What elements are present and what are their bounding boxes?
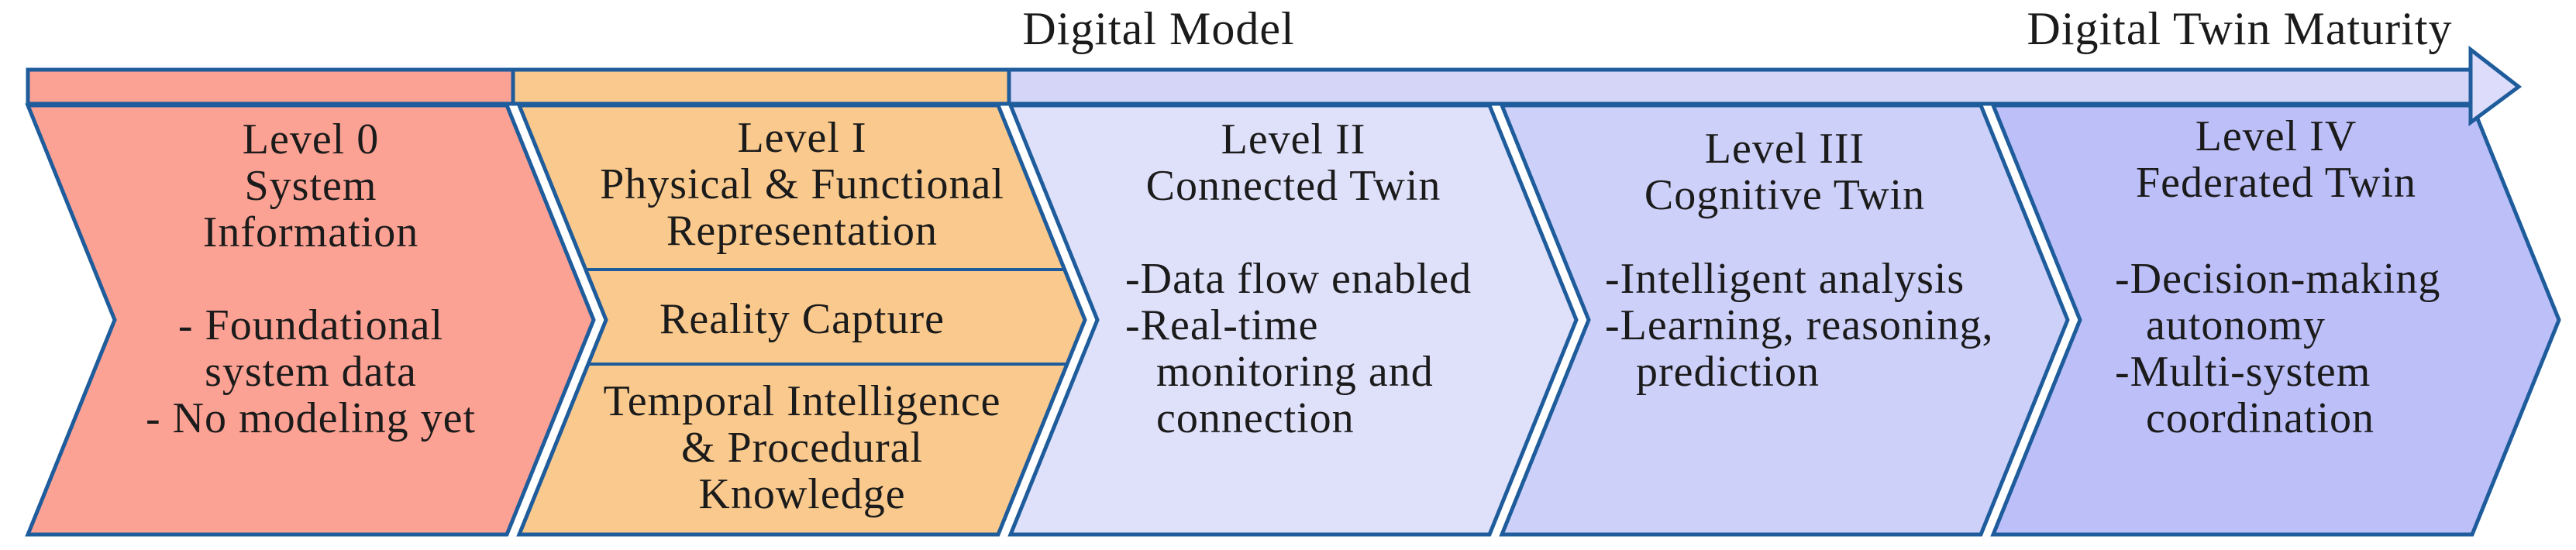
maturity-bar-arrowhead [2468,45,2523,126]
title-line: Representation [666,207,938,255]
level-1-bottom-band-text: Temporal Intelligence & Procedural Knowl… [570,378,1035,517]
level-4-bullets: -Decision-making autonomy -Multi-system … [2115,256,2549,442]
level-1-middle-band-text: Reality Capture [570,296,1035,342]
bullet-line: -Learning, reasoning, [1605,301,1994,349]
bullet-continuation-line: autonomy [2146,301,2326,349]
title-line: Information [202,208,419,256]
level-3-title: Level III Cognitive Twin [1552,125,2017,218]
level-2-bullets: -Data flow enabled -Real-time monitoring… [1125,256,1559,442]
bullet-line: -Data flow enabled [1125,255,1472,303]
band-line: Reality Capture [659,295,945,343]
maturity-bar-segment-level-1 [511,67,1011,106]
bullet-line: -Real-time [1125,301,1319,349]
level-4-title: Level IV Federated Twin [2044,113,2509,206]
band-line: Knowledge [698,470,906,518]
bullet-continuation-line: coordination [2146,394,2375,442]
band-line: & Procedural [680,424,924,472]
bullet-line: - Foundational [177,301,444,349]
maturity-bar-segment-digital-twin [1007,67,2473,106]
maturity-bar-segment-level-0 [26,67,515,106]
title-line: Level II [1221,115,1366,163]
level-0-title: Level 0 System Information [78,116,543,256]
level-0-bullets: - Foundational system data - No modeling… [78,302,543,442]
digital-twin-maturity-label: Digital Twin Maturity [2027,3,2453,54]
title-line: Connected Twin [1145,162,1441,210]
level-3-bullets: -Intelligent analysis -Learning, reasoni… [1605,256,2054,395]
title-line: Federated Twin [2135,159,2417,207]
title-line: System [244,162,377,210]
level-2-title: Level II Connected Twin [1061,116,1526,209]
title-line: Physical & Functional [600,160,1004,208]
bullet-continuation-line: monitoring and [1156,348,1434,396]
digital-model-label: Digital Model [1022,3,1295,54]
title-line: Level III [1704,125,1865,173]
band-line: Temporal Intelligence [603,377,1001,425]
bullet-line: -Multi-system [2115,348,2371,396]
title-line: Cognitive Twin [1644,171,1926,219]
bullet-continuation-line: connection [1156,394,1355,442]
title-line: Level 0 [242,115,380,163]
bullet-continuation-line: prediction [1636,348,1820,396]
level-1-top-band-text: Level I Physical & Functional Representa… [570,115,1035,254]
bullet-line: system data [205,348,417,396]
bullet-line: -Intelligent analysis [1605,255,1965,303]
title-line: Level IV [2195,112,2357,160]
title-line: Level I [737,114,867,162]
bullet-line: - No modeling yet [145,394,477,442]
bullet-line: -Decision-making [2115,255,2441,303]
